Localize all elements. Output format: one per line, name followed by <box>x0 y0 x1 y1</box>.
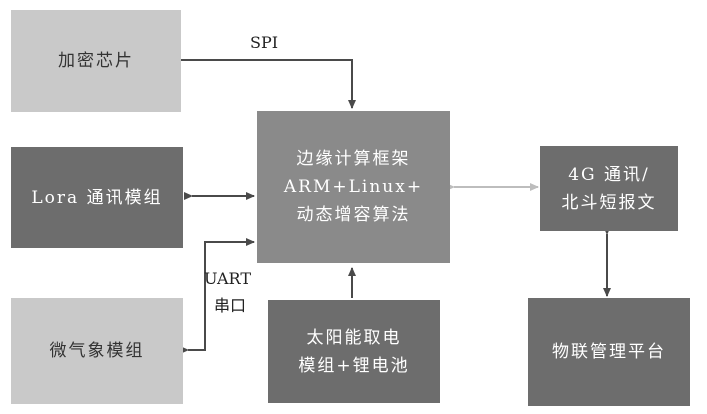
uart-label: UART <box>204 269 251 288</box>
edge-framework-line-3: 动态增容算法 <box>296 205 411 225</box>
solar-module-line-1: 太阳能取电 <box>306 327 402 348</box>
edge-framework-line-2: ARM+Linux+ <box>283 177 424 197</box>
comm-4g-line-1: 4G 通讯/ <box>568 164 650 185</box>
solar-module-line-2: 模组+锂电池 <box>298 355 410 376</box>
lora-module-box: Lora 通讯模组 <box>11 147 183 248</box>
lora-module-label: Lora 通讯模组 <box>31 187 163 208</box>
crypto-chip-label: 加密芯片 <box>58 51 134 71</box>
spi-connector <box>181 59 356 109</box>
uart-connector <box>180 238 255 354</box>
crypto-chip-box: 加密芯片 <box>11 10 181 112</box>
micro-weather-label: 微气象模组 <box>49 341 145 361</box>
micro-weather-box: 微气象模组 <box>11 298 183 404</box>
edge-framework-line-1: 边缘计算框架 <box>296 149 411 169</box>
edge-framework-box: 边缘计算框架 ARM+Linux+ 动态增容算法 <box>257 111 450 263</box>
iot-platform-label: 物联管理平台 <box>552 342 666 362</box>
iot-platform-box: 物联管理平台 <box>528 298 690 406</box>
comm-4g-box: 4G 通讯/ 北斗短报文 <box>540 146 678 231</box>
spi-label: SPI <box>250 33 279 52</box>
comm-4g-line-2: 北斗短报文 <box>561 192 657 213</box>
solar-module-box: 太阳能取电 模组+锂电池 <box>268 300 440 403</box>
serial-port-label: 串口 <box>214 296 247 315</box>
